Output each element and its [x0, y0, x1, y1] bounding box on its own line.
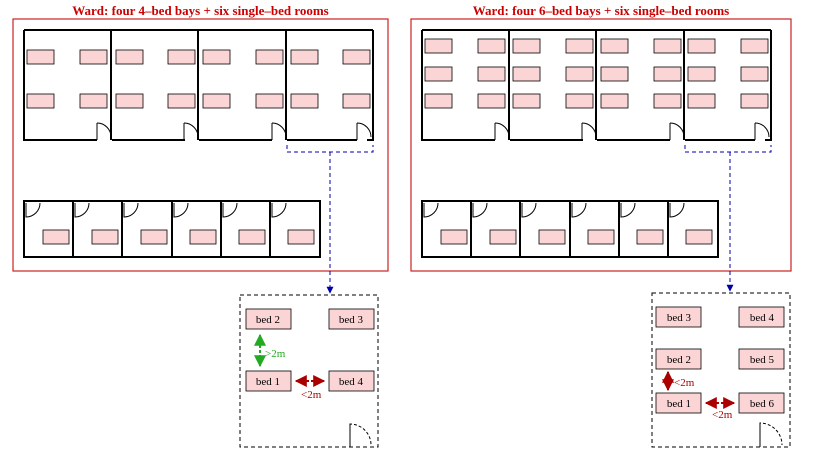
right-bay-doors	[494, 122, 770, 140]
right-bed-2-label: bed 2	[667, 354, 691, 366]
left-single-doors	[25, 202, 287, 218]
left-near-distance-label: <2m	[301, 389, 322, 401]
right-zoom-bay: bed 3 bed 4 bed 2 bed 5 bed 1 bed 6 <2m …	[651, 292, 791, 448]
right-bays	[421, 29, 772, 153]
right-zoom-door	[759, 422, 783, 446]
left-zoom-door	[349, 423, 372, 446]
left-ward-title: Ward: four 4–bed bays + six single–bed r…	[72, 3, 329, 18]
right-bed-3-label: bed 3	[667, 312, 692, 324]
right-ward-panel	[410, 18, 792, 272]
left-zoom-bay: bed 2 bed 3 bed 1 bed 4 >2m <2m	[239, 294, 379, 448]
left-bay-highlight	[286, 145, 374, 153]
right-ward-title: Ward: four 6–bed bays + six single–bed r…	[472, 3, 730, 18]
right-bay-beds	[424, 38, 769, 109]
left-bay-doors	[96, 122, 372, 140]
right-single-beds	[440, 229, 713, 245]
right-bed-4-label: bed 4	[750, 312, 775, 324]
right-bed-5-label: bed 5	[750, 354, 775, 366]
left-bed-2-label: bed 2	[256, 314, 280, 326]
left-bed-4-label: bed 4	[339, 376, 364, 388]
right-vertical-distance-label: <2m	[674, 377, 695, 389]
left-single-beds	[42, 229, 315, 245]
right-bed-1-label: bed 1	[667, 398, 691, 410]
left-far-distance-label: >2m	[265, 348, 286, 360]
left-bed-3-label: bed 3	[339, 314, 364, 326]
right-single-doors	[423, 202, 685, 218]
right-horizontal-distance-label: <2m	[712, 409, 733, 421]
right-single-rooms	[421, 200, 719, 258]
left-single-rooms	[23, 200, 321, 258]
left-bays	[23, 29, 374, 153]
right-bed-6-label: bed 6	[750, 398, 775, 410]
left-ward-panel	[12, 18, 389, 272]
left-bed-1-label: bed 1	[256, 376, 280, 388]
left-bay-beds	[26, 49, 371, 109]
right-bay-highlight	[684, 145, 772, 153]
